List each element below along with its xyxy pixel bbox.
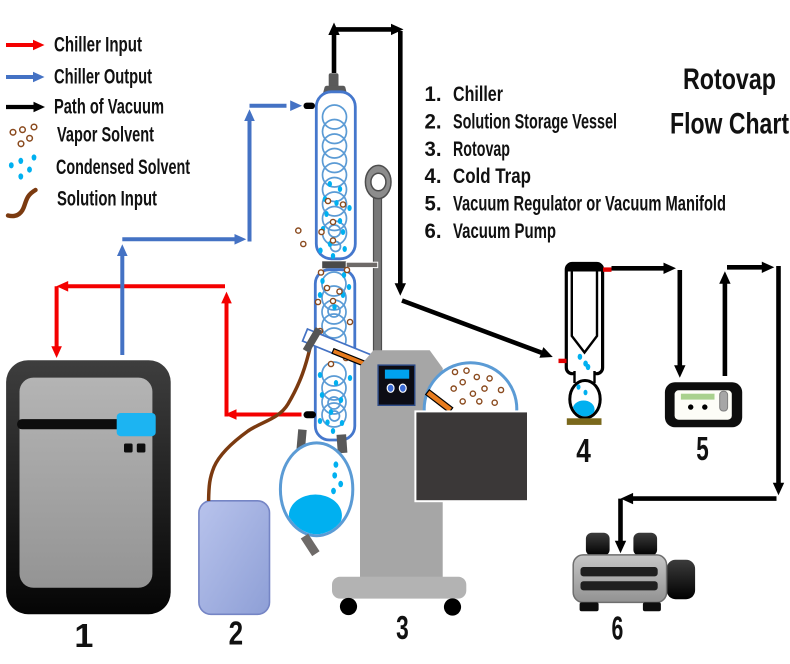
svg-text:Vacuum Pump: Vacuum Pump [453, 220, 556, 243]
svg-text:Vapor Solvent: Vapor Solvent [57, 124, 154, 147]
svg-text:6: 6 [612, 609, 624, 646]
svg-text:Cold Trap: Cold Trap [453, 165, 531, 188]
svg-text:1.: 1. [425, 83, 442, 106]
svg-text:2: 2 [229, 614, 244, 651]
svg-text:Solution Input: Solution Input [57, 188, 157, 211]
svg-text:Chiller: Chiller [453, 83, 503, 106]
svg-text:Solution Storage Vessel: Solution Storage Vessel [453, 110, 617, 133]
svg-text:Rotovap: Rotovap [683, 63, 776, 96]
svg-text:2.: 2. [425, 110, 442, 133]
svg-text:Condensed Solvent: Condensed Solvent [56, 156, 190, 179]
svg-text:Flow Chart: Flow Chart [670, 108, 789, 141]
svg-text:3.: 3. [425, 138, 442, 161]
svg-text:Chiller Output: Chiller Output [54, 66, 152, 89]
svg-text:Vacuum Regulator or Vacuum Man: Vacuum Regulator or Vacuum Manifold [453, 193, 726, 216]
svg-text:3: 3 [396, 609, 409, 646]
svg-text:5: 5 [696, 430, 709, 467]
svg-text:4: 4 [576, 432, 591, 469]
svg-text:6.: 6. [425, 220, 442, 243]
svg-text:Path of Vacuum: Path of Vacuum [54, 96, 164, 119]
svg-text:4.: 4. [425, 165, 442, 188]
svg-text:Chiller Input: Chiller Input [54, 34, 142, 57]
svg-text:Rotovap: Rotovap [453, 138, 510, 161]
svg-text:1: 1 [74, 617, 93, 654]
svg-text:5.: 5. [425, 193, 442, 216]
